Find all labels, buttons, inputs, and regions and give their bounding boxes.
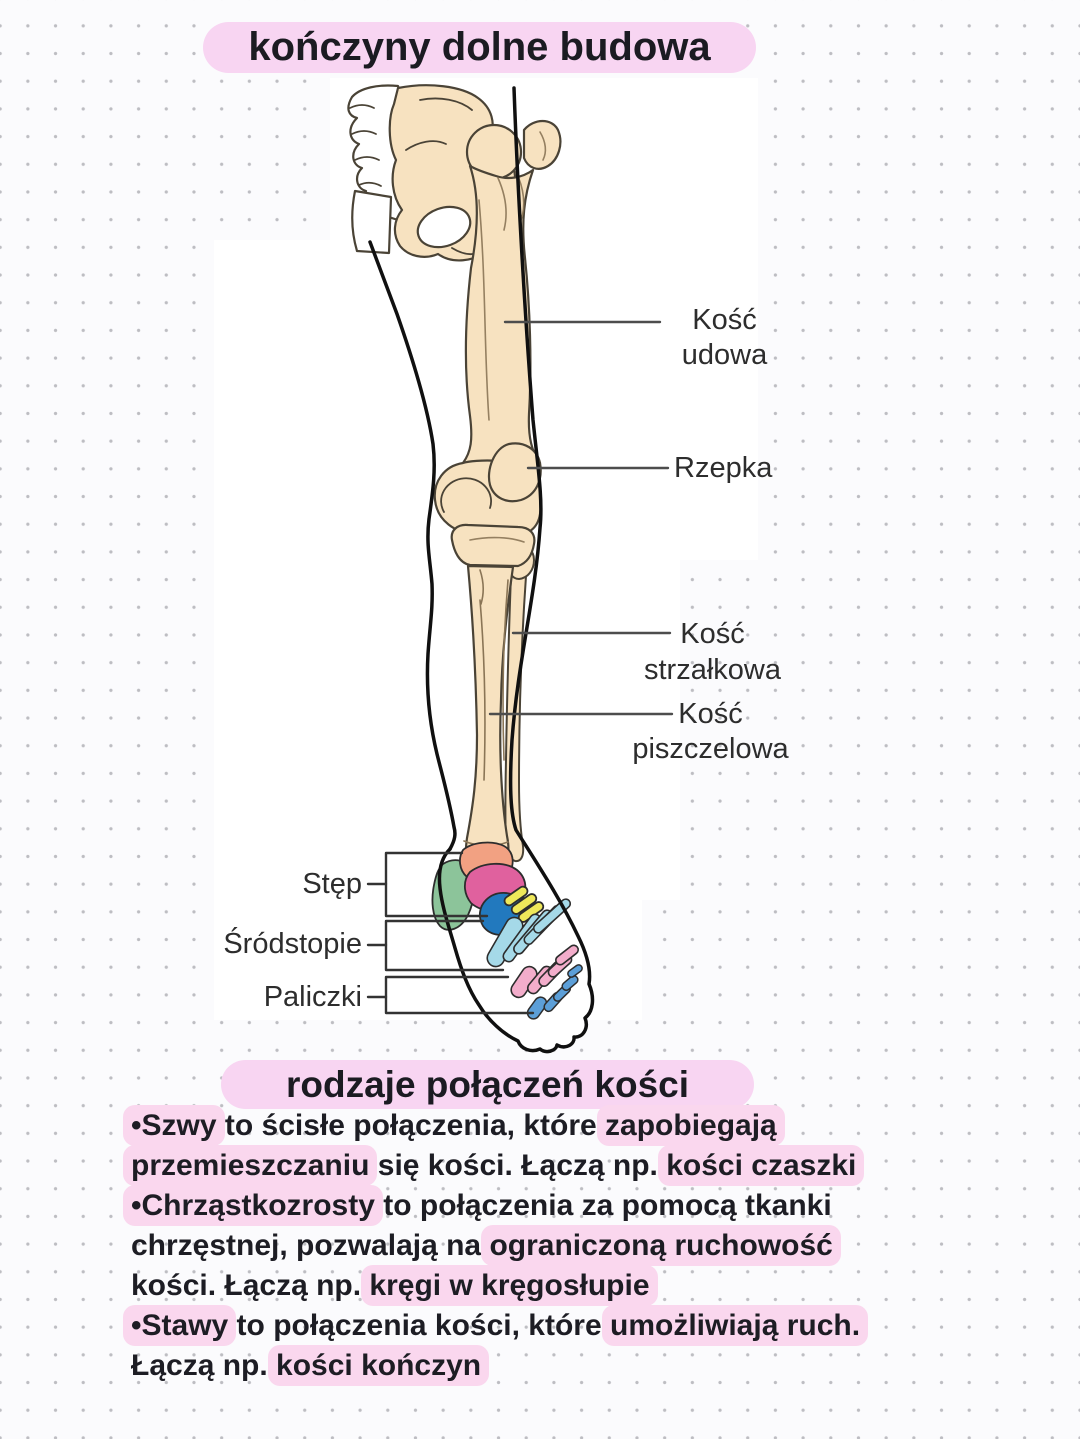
- plain-text: się kości. Łączą np.: [369, 1149, 667, 1182]
- section-title: rodzaje połączeń kości: [285, 1063, 690, 1105]
- note-line: kości. Łączą np. kręgi w kręgosłupie: [131, 1265, 981, 1306]
- notes-block: •Szwy to ścisłe połączenia, które zapobi…: [123, 1105, 981, 1386]
- label-patella: Rzepka: [674, 452, 773, 484]
- patella-bone: [487, 442, 542, 503]
- highlighted-text: kręgi w kręgosłupie: [361, 1265, 658, 1306]
- label-lines: [488, 320, 674, 716]
- plain-text: Łączą np.: [131, 1349, 277, 1382]
- proximal-phalanges: [510, 944, 579, 999]
- leg-outline: [368, 86, 595, 1054]
- highlighted-text: •Stawy: [123, 1305, 237, 1346]
- highlighted-text: •Szwy: [123, 1105, 225, 1146]
- foot-bones: [431, 841, 583, 1020]
- highlighted-text: zapobiegają: [597, 1105, 785, 1146]
- label-tibia: Kość piszczelowa: [632, 698, 789, 765]
- label-femur: Kość udowa: [681, 304, 768, 371]
- highlighted-text: kości kończyn: [268, 1345, 490, 1386]
- highlighted-text: ograniczoną ruchowość: [481, 1225, 841, 1266]
- plain-text: chrzęstnej, pozwalają na: [131, 1229, 490, 1262]
- plain-text: to ścisłe połączenia, które: [216, 1109, 606, 1142]
- label-metatarsus: Śródstopie: [223, 928, 362, 960]
- phalanges-bracket: [384, 975, 535, 1015]
- highlighted-text: umożliwiają ruch.: [602, 1305, 869, 1346]
- plain-text: to połączenia kości, które: [228, 1309, 611, 1342]
- foot-brackets: [366, 851, 535, 1015]
- label-phalanges: Paliczki: [263, 981, 362, 1013]
- section-title-highlight: rodzaje połączeń kości: [221, 1060, 754, 1109]
- note-line: chrzęstnej, pozwalają na ograniczoną ruc…: [131, 1225, 981, 1266]
- metatarsals: [486, 898, 572, 968]
- page-title: kończyny dolne budowa: [248, 25, 711, 69]
- label-fibula: Kość strzałkowa: [644, 618, 781, 686]
- note-line: •Szwy to ścisłe połączenia, które zapobi…: [123, 1105, 981, 1146]
- bone-detail-lines: [469, 131, 547, 543]
- highlighted-text: •Chrząstkozrosty: [123, 1185, 383, 1226]
- highlighted-text: przemieszczaniu: [123, 1145, 378, 1186]
- note-line: •Stawy to połączenia kości, które umożli…: [123, 1305, 981, 1346]
- note-line: przemieszczaniu się kości. Łączą np. koś…: [123, 1145, 981, 1186]
- note-line: •Chrząstkozrosty to połączenia za pomocą…: [123, 1185, 981, 1226]
- note-line: Łączą np. kości kończyn: [131, 1345, 981, 1386]
- plain-text: to połączenia za pomocą tkanki: [374, 1189, 832, 1222]
- cuneiforms: [503, 885, 545, 923]
- plain-text: kości. Łączą np.: [131, 1269, 370, 1302]
- page-title-highlight: kończyny dolne budowa: [203, 22, 756, 73]
- label-tarsus: Stęp: [302, 868, 362, 900]
- highlighted-text: kości czaszki: [658, 1145, 865, 1186]
